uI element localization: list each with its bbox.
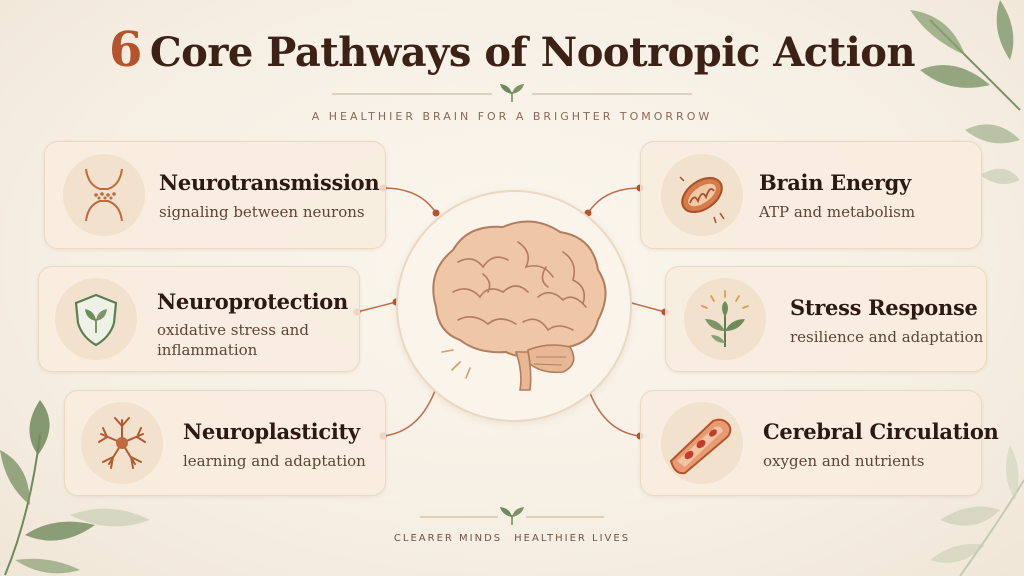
icon-circle (684, 278, 766, 360)
sprout-divider-icon (500, 507, 524, 525)
card-neuroplasticity: Neuroplasticity learning and adaptation (64, 390, 386, 496)
blood-vessel-icon (669, 418, 732, 475)
footer-divider (420, 507, 604, 525)
title-text: Core Pathways of Nootropic Action (149, 29, 916, 76)
shield-leaf-icon (74, 293, 118, 347)
card-title: Stress Response (790, 295, 978, 320)
sprout-divider-icon (500, 84, 524, 102)
footer-right-text: HEALTHIER LIVES (514, 533, 631, 544)
footer-tagline: CLEARER MINDS HEALTHIER LIVES (0, 533, 1024, 544)
card-title: Cerebral Circulation (763, 419, 999, 444)
card-neuroprotection: Neuroprotection oxidative stress and inf… (38, 266, 360, 372)
card-description: resilience and adaptation (790, 328, 984, 346)
card-neurotransmission: Neurotransmission signaling between neur… (44, 141, 386, 249)
card-stress-response: Stress Response resilience and adaptatio… (665, 266, 987, 372)
card-title: Neuroprotection (157, 289, 348, 314)
footer-left-text: CLEARER MINDS (393, 533, 503, 544)
card-description-line2: inflammation (157, 341, 258, 359)
icon-circle (55, 278, 137, 360)
title-number: 6 (108, 22, 142, 78)
card-description: signaling between neurons (159, 203, 365, 221)
icon-circle (661, 402, 743, 484)
subtitle: A HEALTHIER BRAIN FOR A BRIGHTER TOMORRO… (311, 110, 713, 123)
icon-circle (63, 154, 145, 236)
card-description: learning and adaptation (183, 452, 366, 470)
synapse-icon (85, 168, 123, 222)
card-description: ATP and metabolism (759, 203, 916, 221)
card-brain-energy: Brain Energy ATP and metabolism (640, 141, 982, 249)
card-title: Brain Energy (759, 170, 911, 195)
neuron-icon (98, 417, 146, 469)
icon-circle (81, 402, 163, 484)
card-description-line1: oxidative stress and (157, 321, 309, 339)
title-divider (332, 84, 692, 102)
leaves-bottom-left-decoration (0, 400, 150, 576)
brain-icon (432, 220, 607, 391)
leaves-bottom-right-decoration (930, 445, 1024, 576)
sprout-icon (701, 290, 749, 347)
card-title: Neurotransmission (159, 170, 380, 195)
icon-circle (661, 154, 743, 236)
card-description: oxygen and nutrients (763, 452, 925, 470)
leaves-top-right-decoration (910, 0, 1021, 184)
card-cerebral-circulation: Cerebral Circulation oxygen and nutrient… (640, 390, 999, 496)
center-brain-circle (396, 190, 632, 422)
mitochondria-icon (679, 176, 725, 224)
card-title: Neuroplasticity (183, 419, 360, 444)
